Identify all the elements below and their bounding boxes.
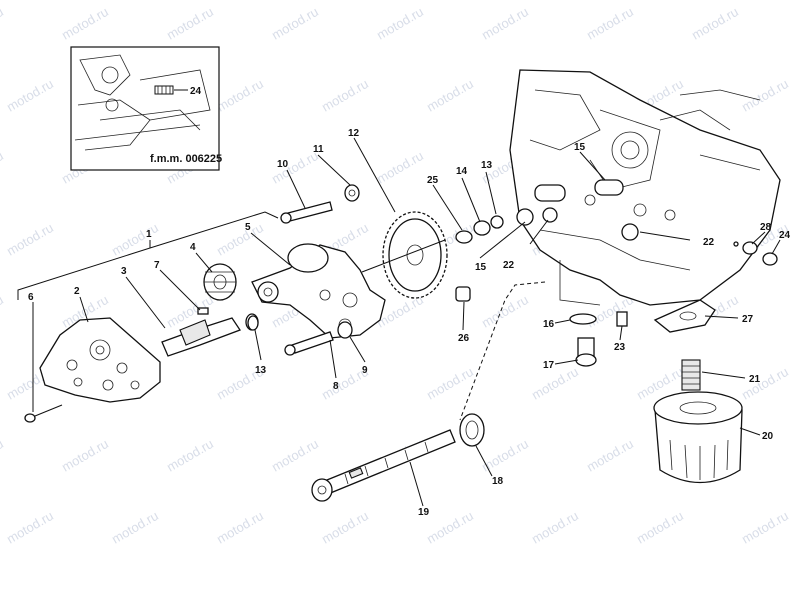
callout-28: 28 [760,222,772,233]
callout-27: 27 [742,314,754,325]
screw-6 [24,404,63,423]
watermark-text: motod.ru [109,508,161,547]
callout-9: 9 [362,365,368,376]
callout-19: 19 [418,507,430,518]
watermark-text: motod.ru [319,508,371,547]
callout-26: 26 [458,333,470,344]
watermark-text: motod.ru [584,436,636,475]
watermark-text: motod.ru [424,508,476,547]
callout-17: 17 [543,360,555,371]
washer-11 [344,184,360,202]
watermark-text: motod.ru [479,292,531,331]
callout-4: 4 [190,242,196,253]
callout-15a: 15 [574,142,586,153]
watermark-text: motod.ru [479,436,531,475]
callout-3: 3 [121,266,127,277]
watermark-text: motod.ru [319,76,371,115]
watermark-text: motod.ru [4,76,56,115]
watermark-text: motod.ru [529,364,581,403]
leader-lines [32,137,781,507]
callout-15b: 15 [475,262,487,273]
watermark-text: motod.ru [374,148,426,187]
watermark-text: motod.ru [164,4,216,43]
watermark-text: motod.ru [689,4,741,43]
callout-5: 5 [245,222,251,233]
watermark-text: motod.ru [0,4,6,43]
callout-20: 20 [762,431,774,442]
seal-13b [490,215,504,229]
callout-12: 12 [348,128,360,139]
callout-13b: 13 [481,160,493,171]
callout-2: 2 [74,286,80,297]
watermark-text: motod.ru [529,508,581,547]
watermark-text: motod.ru [739,508,791,547]
watermark-text: motod.ru [739,364,791,403]
plug-17 [575,337,597,367]
callout-23: 23 [614,342,626,353]
pin-7 [197,307,209,315]
watermark-text: motod.ru [584,4,636,43]
callout-22a: 22 [503,260,515,271]
watermark-text: motod.ru [0,148,6,187]
callout-6: 6 [28,292,34,303]
callout-24: 24 [779,230,791,241]
inset-code: f.m.m. 006225 [150,153,222,165]
callout-1: 1 [146,229,152,240]
callout-7: 7 [154,260,160,271]
watermark-text: motod.ru [214,508,266,547]
watermark-text: motod.ru [59,4,111,43]
callout-labels: 1 2 3 4 5 6 7 8 9 10 11 12 13 13 14 15 1… [28,128,791,518]
oil-strainer [311,429,456,502]
plate-27 [653,299,716,333]
callout-21: 21 [749,374,761,385]
bolt-8 [284,331,334,356]
gasket-18 [459,413,485,447]
inset-callout-24: 24 [190,86,202,97]
oring-13a [247,315,259,331]
pump-cover [39,317,161,403]
watermark-text: motod.ru [0,292,6,331]
callout-13a: 13 [255,365,267,376]
seal-25 [455,230,473,244]
callout-11: 11 [313,144,324,155]
seal-14 [473,220,491,236]
callout-10: 10 [277,159,289,170]
watermark-text: motod.ru [4,508,56,547]
callout-14: 14 [456,166,468,177]
washer-28 [742,241,758,255]
washer-9 [337,321,353,339]
watermark-text: motod.ru [374,4,426,43]
inset-detail: 24 f.m.m. 006225 [70,46,222,171]
washer-16 [569,313,597,325]
watermark-text: motod.ru [214,76,266,115]
case-bushings [516,179,639,241]
gear-4 [203,263,237,301]
watermark-text: motod.ru [424,76,476,115]
screw-23 [616,311,628,327]
watermark-text: motod.ru [739,76,791,115]
watermark-text: motod.ru [634,508,686,547]
bolt-10 [280,201,333,224]
watermark-text: motod.ru [269,436,321,475]
callout-18: 18 [492,476,504,487]
watermark-text: motod.ru [4,220,56,259]
watermark-text: motod.ru [479,4,531,43]
callout-22b: 22 [703,237,715,248]
callout-8: 8 [333,381,339,392]
callout-16: 16 [543,319,555,330]
watermark-text: motod.ru [164,436,216,475]
oil-filter [653,359,743,484]
plug-24 [762,252,778,266]
watermark-text: motod.ru [269,4,321,43]
driven-gear [361,211,448,299]
callout-25: 25 [427,175,439,186]
insert-26 [455,286,471,302]
watermark-text: motod.ru [59,436,111,475]
watermark-text: motod.ru [0,436,6,475]
watermark-text: motod.ru [424,364,476,403]
